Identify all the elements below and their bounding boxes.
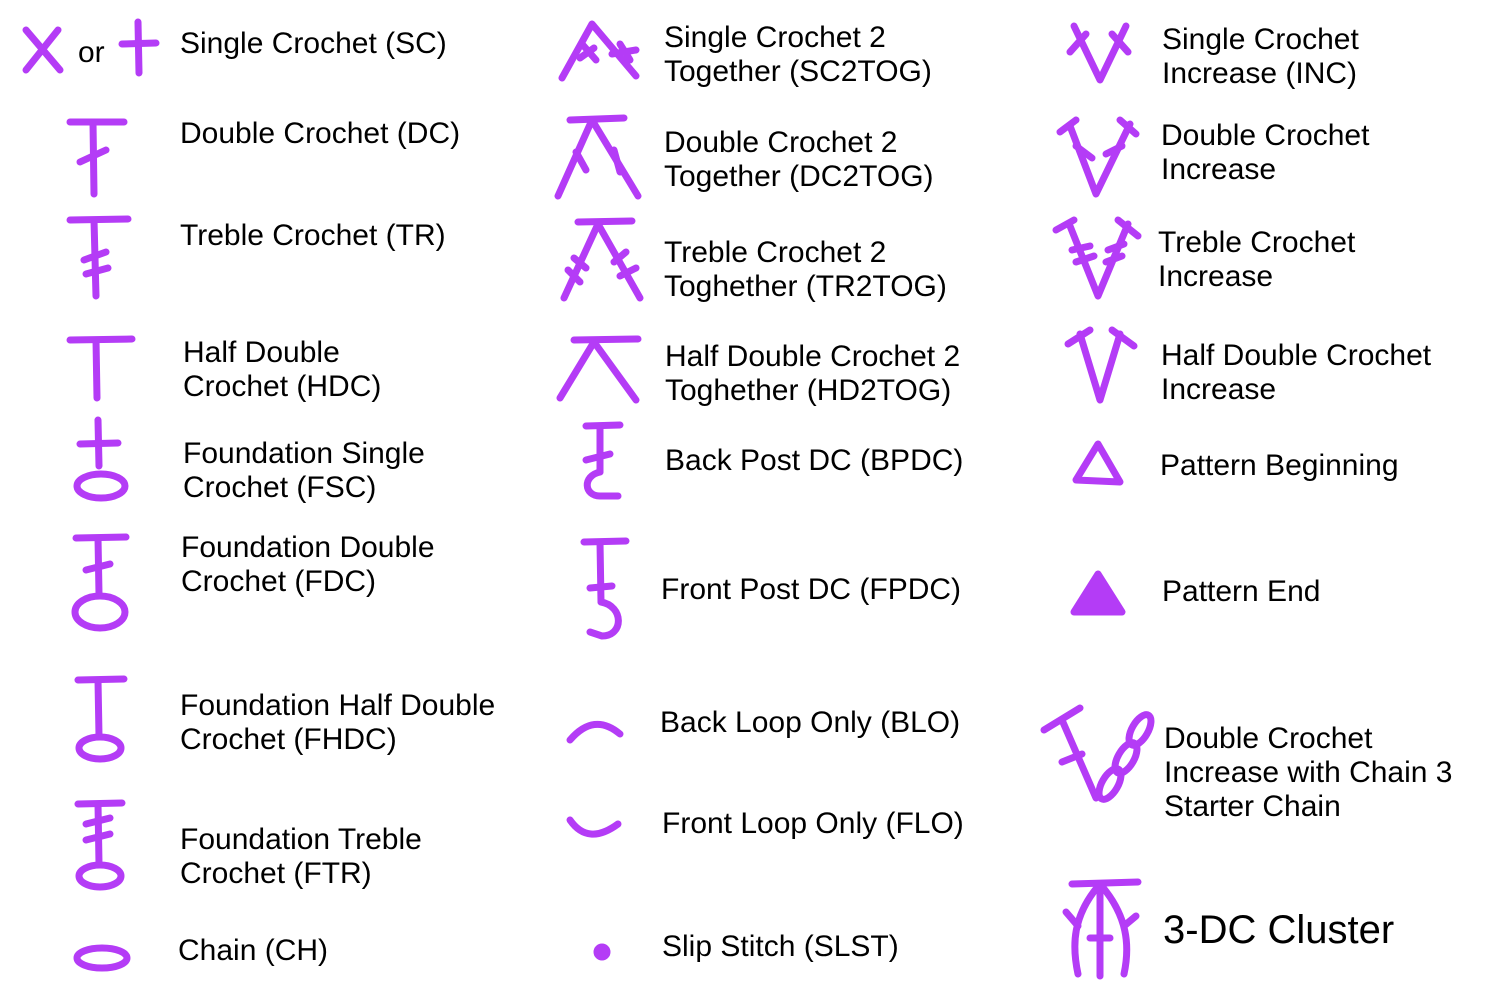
dc2tog-icon <box>552 112 644 202</box>
label-cluster: 3-DC Cluster <box>1163 908 1395 952</box>
back-loop-arc-icon <box>566 716 626 746</box>
back-post-dc-icon <box>578 420 628 504</box>
triangle-outline-icon <box>1072 438 1126 488</box>
dc-increase-chain3-icon <box>1040 700 1156 806</box>
label-sc: Single Crochet (SC) <box>180 27 447 60</box>
label-dc: Double Crochet (DC) <box>180 117 461 150</box>
label-begin: Pattern Beginning <box>1160 449 1399 482</box>
three-dc-cluster-icon <box>1058 876 1144 982</box>
foundation-double-crochet-icon <box>70 532 132 632</box>
slip-stitch-dot-icon <box>593 943 612 962</box>
label-tr: Treble Crochet (TR) <box>180 219 446 252</box>
label-fpdc: Front Post DC (FPDC) <box>661 573 962 606</box>
chain-oval-icon <box>72 942 132 976</box>
hd2tog-icon <box>554 332 644 404</box>
label-slst: Slip Stitch (SLST) <box>662 930 899 963</box>
foundation-treble-crochet-icon <box>74 798 130 894</box>
label-bpdc: Back Post DC (BPDC) <box>665 444 964 477</box>
sc-increase-icon <box>1066 20 1132 86</box>
double-crochet-icon <box>66 116 130 200</box>
tr2tog-icon <box>556 216 646 306</box>
treble-crochet-icon <box>66 214 132 302</box>
tr-increase-icon <box>1052 214 1142 304</box>
sc2tog-icon <box>556 18 642 84</box>
dc-increase-icon <box>1056 114 1142 200</box>
hdc-increase-icon <box>1062 324 1138 404</box>
label-blo: Back Loop Only (BLO) <box>660 706 961 739</box>
label-flo: Front Loop Only (FLO) <box>662 807 964 840</box>
x-icon <box>22 26 66 74</box>
front-post-dc-icon <box>580 536 630 644</box>
foundation-half-double-crochet-icon <box>74 674 130 766</box>
front-loop-arc-icon <box>564 814 624 844</box>
half-double-crochet-icon <box>66 334 136 404</box>
or-text: or <box>78 36 105 69</box>
label-end: Pattern End <box>1162 575 1321 608</box>
cross-icon <box>118 18 162 77</box>
foundation-single-crochet-icon <box>72 416 132 504</box>
label-ch: Chain (CH) <box>178 934 329 967</box>
triangle-filled-icon <box>1070 570 1126 616</box>
